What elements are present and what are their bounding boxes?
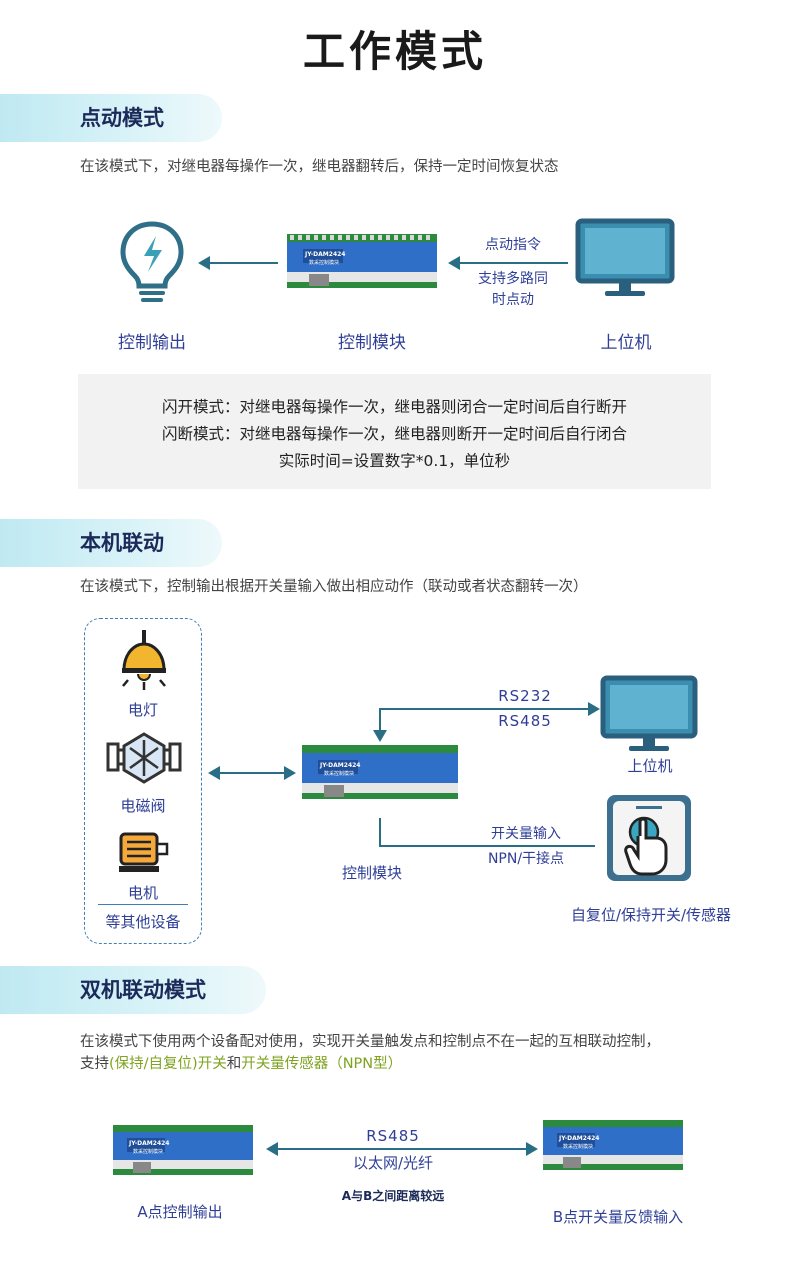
ethernet-fiber-label: 以太网/光纤 — [352, 1154, 434, 1172]
point-a-label: A点控制输出 — [137, 1203, 223, 1221]
connector-line — [379, 708, 381, 734]
flash-mode-info-box: 闪开模式：对继电器每操作一次，继电器则闭合一定时间后自行断开 闪断模式：对继电器… — [78, 374, 711, 489]
module-label: 控制模块 — [341, 864, 402, 882]
section-desc-dual-1: 在该模式下使用两个设备配对使用，实现开关量触发点和控制点不在一起的互相联动控制， — [80, 1034, 660, 1050]
module-sub-text: 数采控制模块 — [563, 1144, 594, 1150]
monitor-icon — [575, 218, 675, 300]
arrow-head-left-icon — [448, 256, 460, 270]
module-model-text: JY-DAM2424 — [305, 251, 346, 258]
device-group-box — [84, 618, 202, 944]
point-b-label: B点开关量反馈输入 — [552, 1208, 684, 1226]
section-header-bar — [0, 519, 222, 567]
pc-label: 上位机 — [627, 757, 673, 775]
rs232-label: RS232 — [498, 687, 552, 705]
module-a-device: JY-DAM2424 数采控制模块 — [113, 1125, 253, 1175]
npn-label: NPN/干接点 — [487, 851, 565, 867]
valve-label: 电磁阀 — [120, 797, 166, 815]
arrow-head-down-icon — [373, 730, 387, 742]
section-title-jog: 点动模式 — [80, 106, 164, 130]
page-title: 工作模式 — [302, 27, 487, 76]
output-label: 控制输出 — [118, 333, 186, 353]
module-sub-text: 数采控制模块 — [133, 1149, 164, 1155]
desc-support-text: 支持 — [80, 1056, 109, 1072]
switch-sensor-label: 自复位/保持开关/传感器 — [570, 906, 732, 924]
arrow-head-left-icon — [208, 766, 220, 780]
bidirectional-arrow — [272, 1148, 528, 1150]
arrow-head-left-icon — [266, 1142, 278, 1156]
rs485-label: RS485 — [498, 712, 552, 730]
motor-icon — [115, 828, 171, 878]
section-desc-dual-2: 支持(保持/自复位)开关和开关量传感器（NPN型） — [80, 1052, 402, 1073]
module-b-device: JY-DAM2424 数采控制模块 — [543, 1120, 683, 1170]
arrow-head-right-icon — [284, 766, 296, 780]
rs485-label: RS485 — [366, 1127, 420, 1145]
solenoid-valve-icon — [106, 730, 182, 790]
monitor-icon — [600, 675, 698, 755]
module-sub-text: 数采控制模块 — [309, 260, 340, 266]
switch-input-label: 开关量输入 — [491, 826, 561, 842]
desc-switch-highlight: (保持/自复位)开关 — [109, 1056, 227, 1072]
desc-and-text: 和 — [226, 1056, 242, 1072]
rs-line — [379, 708, 589, 710]
section-title-local: 本机联动 — [80, 531, 164, 555]
bidirectional-arrow — [214, 772, 288, 774]
section-header-bar — [0, 94, 222, 142]
section-header-bar — [0, 966, 266, 1014]
module-model-text: JY-DAM2424 — [129, 1140, 170, 1147]
section-desc-local: 在该模式下，控制输出根据开关量输入做出相应动作（联动或者状态翻转一次） — [80, 579, 588, 595]
jog-command-label: 点动指令 — [485, 237, 541, 253]
module-model-text: JY-DAM2424 — [320, 762, 361, 769]
distance-note: A与B之间距离较远 — [341, 1189, 445, 1203]
arrow-head-left-icon — [198, 256, 210, 270]
arrow-head-right-icon — [588, 702, 600, 716]
jog-multi-label: 支持多路同 — [478, 271, 548, 287]
touch-switch-icon — [604, 792, 694, 884]
arrow-to-output — [202, 262, 278, 264]
module-label: 控制模块 — [338, 333, 406, 353]
jog-multi-label-2: 时点动 — [492, 292, 534, 308]
connector-line — [379, 818, 381, 846]
control-module-device: JY-DAM2424 数采控制模块 — [302, 745, 458, 799]
section-desc-jog: 在该模式下，对继电器每操作一次，继电器翻转后，保持一定时间恢复状态 — [80, 159, 559, 175]
arrow-from-pc — [452, 262, 568, 264]
other-devices-label: 等其他设备 — [105, 913, 181, 931]
section-title-dual: 双机联动模式 — [80, 978, 206, 1002]
module-model-text: JY-DAM2424 — [559, 1135, 600, 1142]
flash-open-text: 闪开模式：对继电器每操作一次，继电器则闭合一定时间后自行断开 — [161, 398, 627, 416]
lightbulb-icon — [118, 220, 186, 310]
module-sub-text: 数采控制模块 — [324, 771, 355, 777]
arrow-head-right-icon — [526, 1142, 538, 1156]
lamp-label: 电灯 — [127, 701, 158, 719]
lamp-icon — [118, 630, 170, 692]
divider — [98, 904, 188, 905]
actual-time-text: 实际时间=设置数字*0.1，单位秒 — [278, 452, 511, 470]
pc-label: 上位机 — [600, 333, 652, 353]
desc-sensor-highlight: 开关量传感器（NPN型） — [241, 1056, 403, 1072]
motor-label: 电机 — [127, 884, 158, 902]
input-line — [379, 845, 595, 847]
control-module-device: JY-DAM2424 数采控制模块 — [287, 234, 437, 288]
flash-close-text: 闪断模式：对继电器每操作一次，继电器则断开一定时间后自行闭合 — [161, 425, 627, 443]
